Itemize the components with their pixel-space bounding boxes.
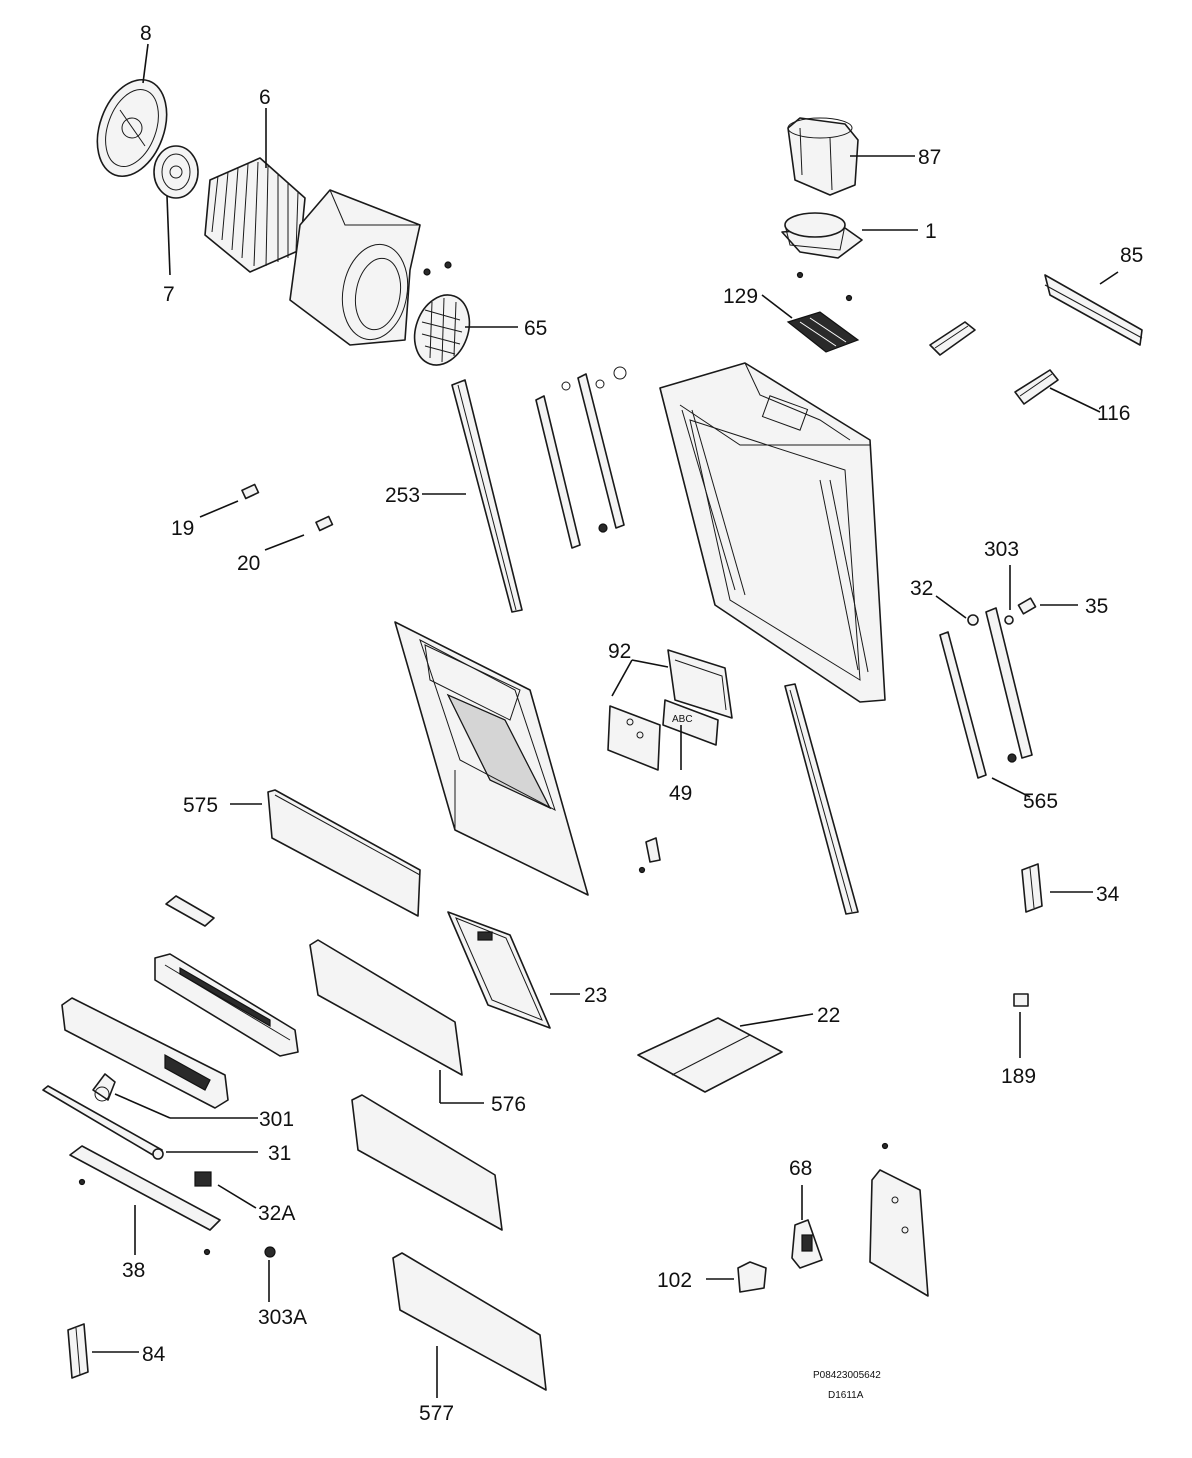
- part-576-panel: [309, 939, 463, 1076]
- part-92-box: [667, 649, 733, 719]
- label-32a: 32A: [258, 1202, 295, 1225]
- label-8: 8: [140, 22, 152, 45]
- control-trim: [154, 953, 299, 1057]
- part-22-glass-panel: [637, 1017, 783, 1093]
- label-116: 116: [1097, 402, 1130, 425]
- part-65-grille: [413, 294, 471, 366]
- part-small-bracket: [929, 321, 976, 356]
- hood-front-panel: [394, 621, 589, 896]
- callout-labels: 8 6 7 65 87 1 85 129 116 253 19 20 303 3…: [122, 22, 1143, 1425]
- label-303: 303: [984, 538, 1019, 561]
- part-32a-switch: [194, 1171, 212, 1187]
- front-trim-panel: [61, 997, 229, 1109]
- label-189: 189: [1001, 1065, 1036, 1088]
- label-23: 23: [584, 984, 607, 1007]
- part-87-duct-connector: [787, 117, 859, 196]
- side-strip-right: [784, 683, 859, 915]
- part-49-control-board: ABC: [662, 699, 719, 746]
- drawing-id: D1611A: [828, 1390, 864, 1401]
- label-31: 31: [268, 1142, 291, 1165]
- part-189-clip: [1013, 993, 1029, 1007]
- part-92-control-panel: [607, 705, 661, 771]
- label-303a: 303A: [258, 1306, 307, 1329]
- part-34-end-cap: [1021, 863, 1043, 913]
- label-34: 34: [1096, 883, 1120, 906]
- small-clip: [638, 837, 661, 874]
- part-6-fan-wheel: [204, 157, 306, 273]
- label-577: 577: [419, 1402, 454, 1425]
- part-577-panel: [392, 1252, 547, 1391]
- panel-middle: [351, 1094, 503, 1231]
- label-575: 575: [183, 794, 218, 817]
- label-22: 22: [817, 1004, 840, 1027]
- part-301-bracket: [92, 1073, 116, 1102]
- label-65: 65: [524, 317, 547, 340]
- part-565-rail-left: [939, 631, 987, 779]
- label-253: 253: [385, 484, 420, 507]
- part-8-mounting-plate: [96, 78, 168, 178]
- label-35: 35: [1085, 595, 1108, 618]
- label-565: 565: [1023, 790, 1058, 813]
- label-84: 84: [142, 1343, 166, 1366]
- label-68: 68: [789, 1157, 812, 1180]
- leader-lines: [92, 43, 1119, 1398]
- part-85-bracket: [1044, 274, 1143, 346]
- label-85: 85: [1120, 244, 1143, 267]
- small-plate: [165, 895, 215, 927]
- label-102: 102: [657, 1269, 692, 1292]
- part-1-flange-ring: [781, 212, 863, 259]
- label-576: 576: [491, 1093, 526, 1116]
- part-303a-knob: [264, 1246, 276, 1258]
- part-7-motor: [153, 145, 199, 199]
- label-87: 87: [918, 146, 941, 169]
- part-68-holder: [791, 1219, 823, 1269]
- label-129: 129: [723, 285, 758, 308]
- svg-text:ABC: ABC: [672, 714, 693, 725]
- part-129-grille-plate: [786, 311, 860, 353]
- part-23-filter: [447, 911, 551, 1029]
- rail-right: [577, 373, 625, 533]
- label-32: 32: [910, 577, 933, 600]
- label-92: 92: [608, 640, 631, 663]
- label-49: 49: [669, 782, 692, 805]
- label-301: 301: [259, 1108, 294, 1131]
- side-bracket: [869, 1142, 929, 1297]
- label-7: 7: [163, 283, 175, 306]
- part-31-rod: [42, 1085, 164, 1160]
- part-575-panel: [267, 789, 421, 917]
- fan-housing: [289, 189, 421, 346]
- label-1: 1: [925, 220, 937, 243]
- part-565-rail-right: [985, 607, 1033, 763]
- part-84-end-cap: [67, 1323, 89, 1379]
- hood-main-frame: [659, 362, 886, 703]
- part-116-bracket: [1014, 369, 1059, 405]
- part-253-side-strip: [451, 379, 523, 613]
- label-19: 19: [171, 517, 194, 540]
- part-102-box: [737, 1261, 767, 1293]
- label-38: 38: [122, 1259, 145, 1282]
- label-20: 20: [237, 552, 260, 575]
- footer-code: P08423005642: [813, 1370, 881, 1381]
- part-20-connector: [315, 515, 334, 532]
- part-19-connector: [241, 483, 260, 500]
- part-38-plate: [69, 1145, 221, 1231]
- label-6: 6: [259, 86, 271, 109]
- rail-left: [535, 395, 581, 549]
